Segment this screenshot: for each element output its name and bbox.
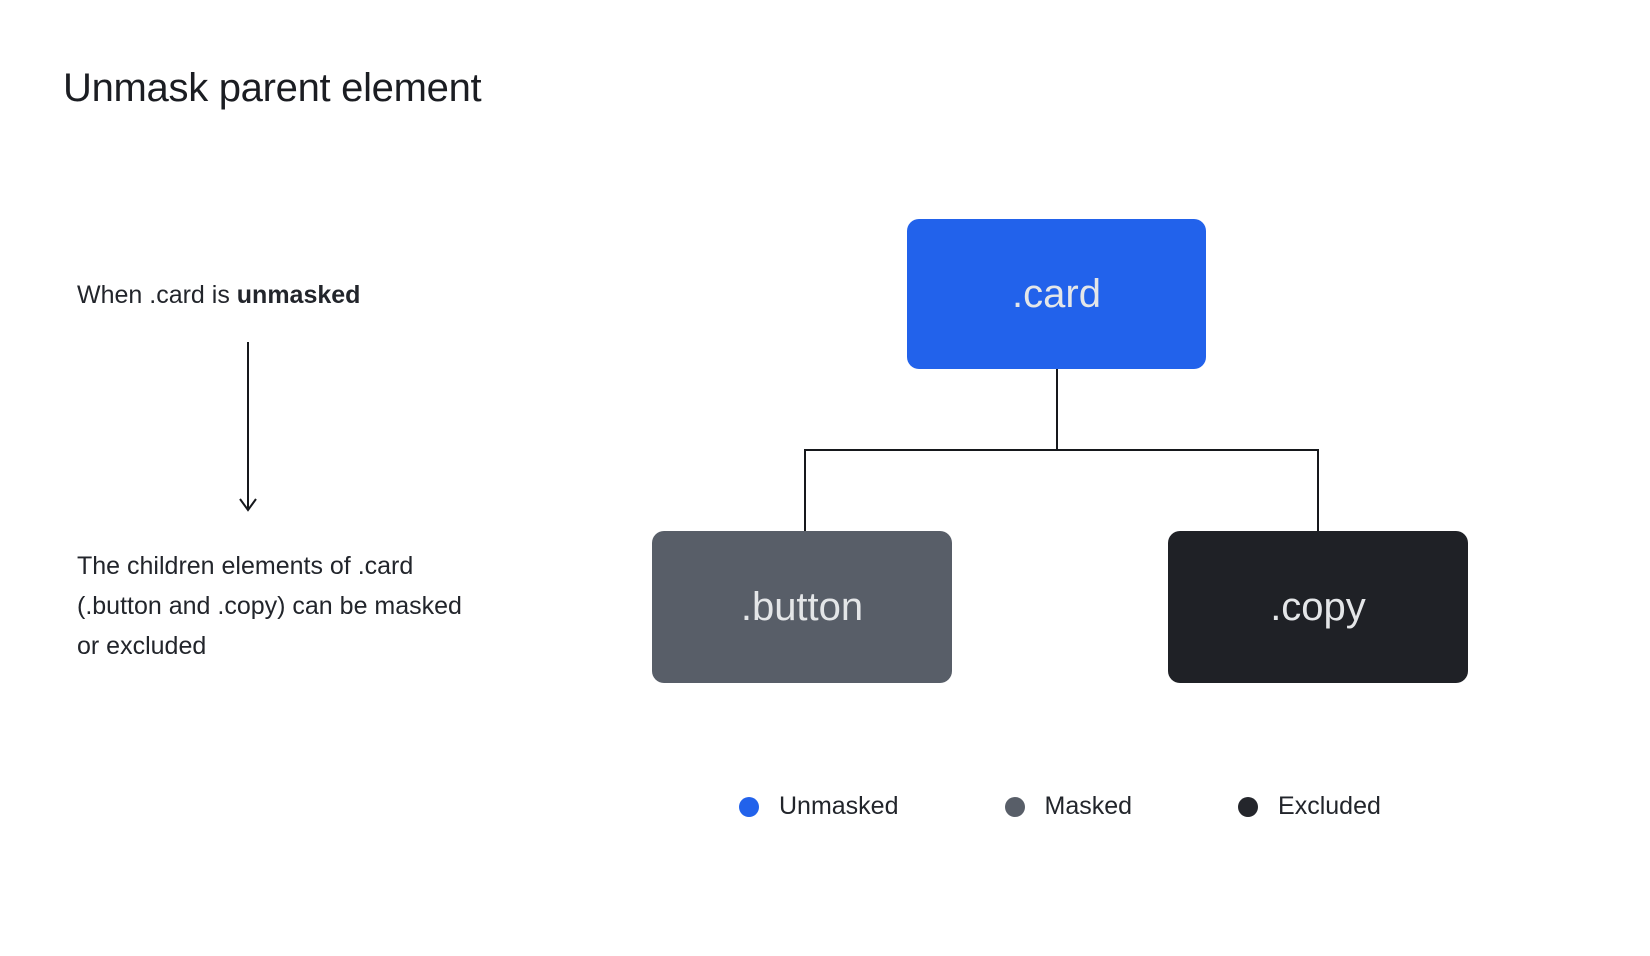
down-arrow-icon: [239, 342, 257, 512]
legend: Unmasked Masked Excluded: [739, 792, 1381, 821]
node-card: .card: [907, 219, 1206, 369]
page-title: Unmask parent element: [63, 66, 482, 110]
masked-dot-icon: [1004, 796, 1025, 817]
legend-item-unmasked: Unmasked: [739, 792, 899, 821]
node-card-label: .card: [1012, 271, 1101, 316]
unmasked-dot-icon: [739, 796, 759, 817]
tree-connector-parent-stem: [1056, 369, 1058, 450]
legend-label-masked: Masked: [1044, 792, 1133, 820]
annotation-lead: When .card is unmasked: [77, 279, 360, 311]
node-copy-label: .copy: [1270, 584, 1366, 629]
annotation-lead-text: When .card is: [77, 281, 237, 309]
node-button-label: .button: [740, 584, 864, 629]
excluded-dot-icon: [1238, 796, 1259, 817]
tree-connector-elbow: [804, 449, 1319, 451]
legend-label-excluded: Excluded: [1278, 792, 1381, 820]
annotation-lead-emphasis: unmasked: [236, 281, 361, 309]
annotation-description: The children elements of .card (.button …: [77, 552, 462, 660]
node-button: .button: [652, 531, 952, 683]
tree-connector-left-drop: [804, 449, 806, 531]
legend-item-masked: Masked: [1004, 792, 1133, 821]
legend-item-excluded: Excluded: [1238, 792, 1381, 821]
legend-label-unmasked: Unmasked: [779, 792, 899, 820]
tree-connector-right-drop: [1317, 449, 1319, 531]
node-copy: .copy: [1168, 531, 1468, 683]
